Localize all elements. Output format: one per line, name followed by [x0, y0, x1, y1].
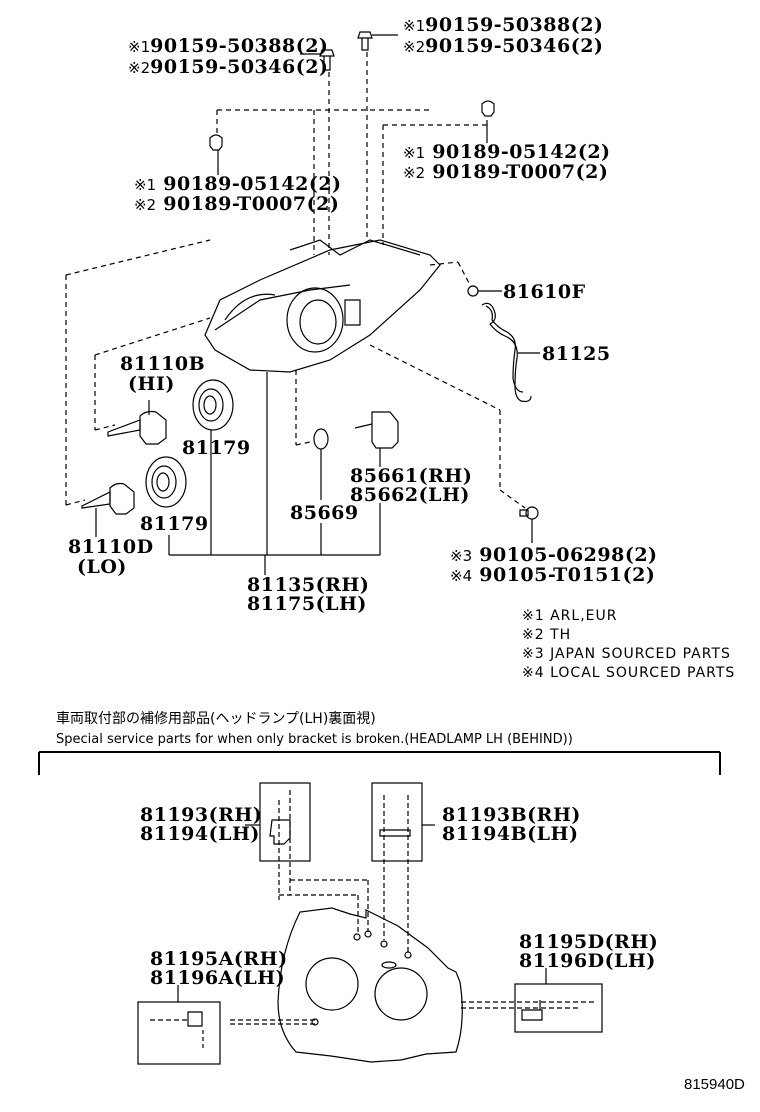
part-label-bracket-lower-right-rh[interactable]: 81195D(RH) — [519, 931, 659, 953]
note-marker: ※4 — [450, 567, 473, 585]
part-note-bulb-hi: (HI) — [128, 373, 175, 395]
part-label-bracket-lower-left-rh[interactable]: 81195A(RH) — [150, 948, 288, 970]
bracket-box-lower-left — [137, 985, 221, 1065]
bracket-box-lower-right — [514, 968, 603, 1033]
part-label-cover-upper[interactable]: 81179 — [182, 437, 251, 459]
part-label-bracket-upper-right-lh[interactable]: 81194B(LH) — [442, 823, 579, 845]
part-number[interactable]: 90159-50388 — [425, 14, 571, 36]
quantity: (2) — [570, 14, 604, 36]
part-label-bracket-upper-right-rh[interactable]: 81193B(RH) — [442, 804, 581, 826]
part-number[interactable]: 90159-50346 — [150, 56, 296, 78]
bracket-box-upper-left — [245, 782, 311, 900]
bolt-top-right-part-1: ※190159-50388(2) — [403, 15, 603, 36]
screw-icon-bottom — [519, 506, 539, 543]
note-marker: ※2 — [403, 38, 426, 56]
legend-item: ※1 ARL,EUR — [522, 608, 618, 624]
bracket-guide-lines — [230, 879, 595, 1025]
note-marker: ※1 — [403, 17, 426, 35]
legend-item: ※3 JAPAN SOURCED PARTS — [522, 646, 731, 662]
part-label-bulb-hi[interactable]: 81110B — [120, 353, 206, 375]
side-bulb-icon — [467, 285, 502, 297]
figure-number: 815940D — [684, 1076, 745, 1093]
clip-right-part-2: ※2 90189-T0007(2) — [403, 162, 608, 183]
service-section-frame — [38, 751, 721, 775]
part-label-bulb-lo[interactable]: 81110D — [68, 536, 154, 558]
quantity: (2) — [308, 173, 342, 195]
part-label-bracket-upper-left-lh[interactable]: 81194(LH) — [140, 823, 260, 845]
note-marker: ※1 — [134, 176, 157, 194]
bulb-lo-icon — [81, 482, 135, 537]
part-number[interactable]: 90105-T0151 — [479, 564, 623, 586]
part-note-bulb-lo: (LO) — [77, 556, 127, 578]
part-number[interactable]: 90189-T0007 — [163, 193, 307, 215]
leveling-motor-icon — [354, 411, 399, 555]
note-marker: ※3 — [450, 547, 473, 565]
legend-item: ※4 LOCAL SOURCED PARTS — [522, 665, 736, 681]
part-label-oring[interactable]: 85669 — [290, 502, 359, 524]
part-label-socket-wire[interactable]: 81125 — [542, 343, 611, 365]
service-section-title-jp: 車両取付部の補修用部品(ヘッドランプ(LH)裏面視) — [56, 711, 376, 727]
quantity: (2) — [295, 35, 329, 57]
socket-wire-icon — [481, 302, 540, 403]
quantity: (2) — [575, 161, 609, 183]
part-label-leveling-motor-rh[interactable]: 85661(RH) — [350, 465, 473, 487]
screw-bottom-part-1: ※3 90105-06298(2) — [450, 545, 658, 566]
clip-icon-left — [209, 134, 223, 175]
part-label-side-bulb[interactable]: 81610F — [503, 281, 586, 303]
oring-icon — [313, 428, 329, 555]
assembly-guide-lines — [65, 52, 526, 509]
bolt-top-left-part-1: ※190159-50388(2) — [128, 36, 328, 57]
clip-left-part-1: ※1 90189-05142(2) — [134, 174, 342, 195]
quantity: (2) — [295, 56, 329, 78]
note-marker: ※2 — [128, 59, 151, 77]
cover-lower-icon — [145, 456, 187, 555]
bolt-icon-top-right — [357, 31, 398, 51]
clip-left-part-2: ※2 90189-T0007(2) — [134, 194, 339, 215]
quantity: (2) — [624, 544, 658, 566]
quantity: (2) — [577, 141, 611, 163]
part-number[interactable]: 90189-05142 — [163, 173, 309, 195]
part-label-cover-lower[interactable]: 81179 — [140, 513, 209, 535]
legend-item: ※2 TH — [522, 627, 572, 643]
note-marker: ※2 — [403, 164, 426, 182]
note-marker: ※1 — [403, 144, 426, 162]
quantity: (2) — [622, 564, 656, 586]
part-label-leveling-motor-lh[interactable]: 85662(LH) — [350, 484, 470, 506]
clip-icon-right — [481, 100, 495, 143]
headlamp-assembly-drawing — [204, 239, 441, 555]
part-number[interactable]: 90105-06298 — [479, 544, 625, 566]
part-label-bracket-lower-right-lh[interactable]: 81196D(LH) — [519, 950, 656, 972]
bolt-top-right-part-2: ※290159-50346(2) — [403, 36, 603, 57]
clip-right-part-1: ※1 90189-05142(2) — [403, 142, 611, 163]
bolt-icon-top-left — [300, 49, 335, 71]
part-label-bracket-lower-left-lh[interactable]: 81196A(LH) — [150, 967, 286, 989]
headlamp-back-housing — [277, 907, 463, 1063]
cover-upper-icon — [192, 379, 234, 555]
assembly-bracket-line — [169, 554, 380, 575]
quantity: (2) — [306, 193, 340, 215]
note-marker: ※2 — [134, 196, 157, 214]
bolt-top-left-part-2: ※290159-50346(2) — [128, 57, 328, 78]
screw-bottom-part-2: ※4 90105-T0151(2) — [450, 565, 655, 586]
service-section-title-en: Special service parts for when only brac… — [56, 732, 573, 747]
note-marker: ※1 — [128, 38, 151, 56]
part-number[interactable]: 90189-05142 — [432, 141, 578, 163]
bulb-hi-icon — [107, 400, 167, 445]
part-label-headlamp-rh[interactable]: 81135(RH) — [247, 574, 370, 596]
part-label-bracket-upper-left-rh[interactable]: 81193(RH) — [140, 804, 263, 826]
bracket-box-upper-right — [371, 782, 435, 955]
part-label-headlamp-lh[interactable]: 81175(LH) — [247, 593, 367, 615]
part-number[interactable]: 90159-50346 — [425, 35, 571, 57]
part-number[interactable]: 90159-50388 — [150, 35, 296, 57]
part-number[interactable]: 90189-T0007 — [432, 161, 576, 183]
quantity: (2) — [570, 35, 604, 57]
